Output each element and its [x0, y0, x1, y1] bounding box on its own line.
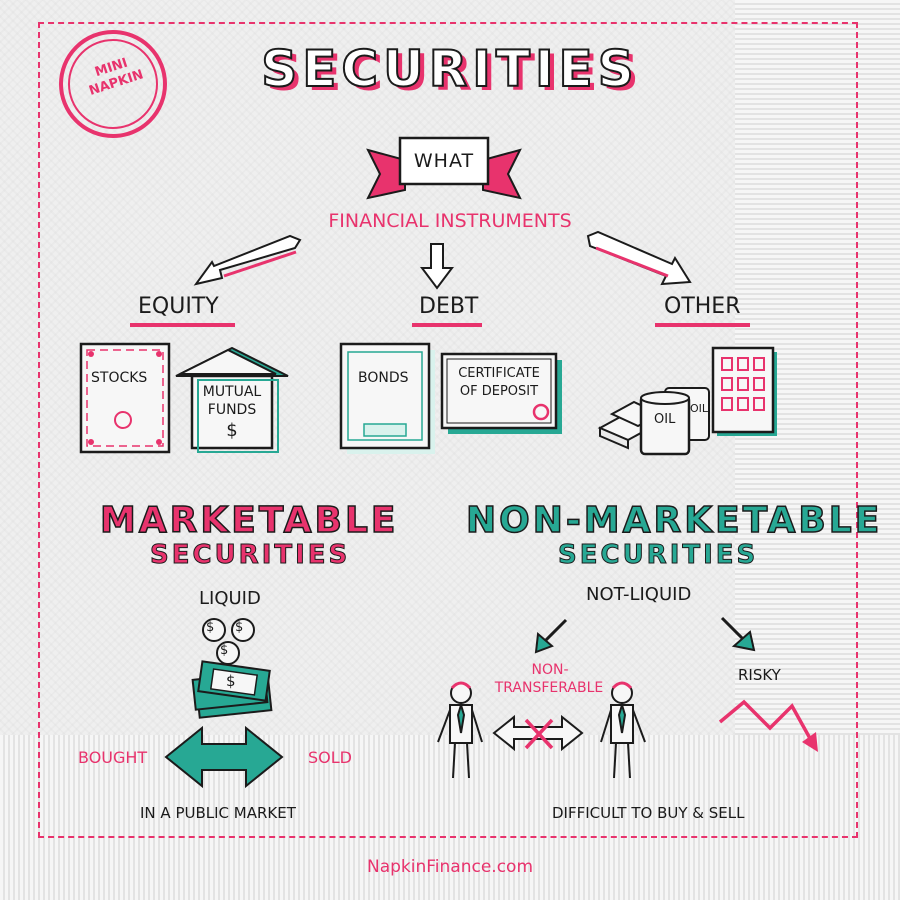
difficult-caption: DIFFICULT TO BUY & SELL: [552, 804, 745, 822]
what-banner-label: WHAT: [413, 150, 475, 172]
non-marketable-title: NON-MARKETABLE: [465, 499, 883, 542]
coin-dollar-3: $: [220, 643, 229, 658]
marketable-subtitle: SECURITIES: [149, 540, 351, 571]
coins-icon: [202, 618, 255, 665]
footer-brand: NapkinFinance.com: [366, 857, 533, 877]
arrow-to-other: [586, 230, 692, 286]
arrow-to-equity: [193, 234, 302, 286]
person-right-icon: [600, 681, 646, 779]
napkin-emboss-bottom: [0, 735, 900, 900]
financial-instruments-label: FINANCIAL INSTRUMENTS: [328, 210, 572, 232]
dashed-border: [38, 22, 858, 838]
cash-stack-icon: [191, 660, 273, 719]
what-banner: [366, 136, 522, 200]
mini-napkin-stamp: [59, 30, 167, 138]
arrow-to-non-transferable: [534, 618, 568, 654]
arrow-to-risky: [720, 616, 756, 652]
cash-dollar: $: [226, 672, 236, 690]
certificate-of-deposit-icon: [440, 352, 562, 434]
office-building-icon: [711, 346, 777, 436]
risky-label: RISKY: [738, 666, 781, 684]
bonds-certificate-icon: [339, 342, 435, 454]
sold-label: SOLD: [308, 748, 352, 767]
liquid-label: LIQUID: [199, 588, 261, 609]
non-label: NON-: [531, 662, 569, 678]
stocks-label: STOCKS: [91, 370, 148, 386]
debt-label: DEBT: [419, 294, 479, 319]
not-liquid-label: NOT-LIQUID: [586, 584, 692, 605]
oil-label-front: OIL: [654, 412, 676, 427]
transferable-label: TRANSFERABLE: [494, 680, 604, 696]
risky-zigzag-arrow: [718, 699, 818, 752]
mutual-label: MUTUAL: [202, 384, 262, 400]
other-label: OTHER: [664, 294, 741, 319]
arrow-to-debt: [420, 243, 454, 290]
page-title: SECURITIES: [260, 39, 639, 99]
certificate-label: CERTIFICATE: [458, 366, 540, 381]
coin-dollar-1: $: [206, 620, 215, 635]
non-marketable-subtitle: SECURITIES: [557, 540, 759, 571]
person-left-icon: [437, 681, 483, 779]
coin-dollar-2: $: [235, 620, 244, 635]
bonds-label: BONDS: [358, 370, 409, 386]
equity-label: EQUITY: [138, 294, 219, 319]
public-market-caption: IN A PUBLIC MARKET: [140, 804, 296, 822]
marketable-title: MARKETABLE: [99, 499, 399, 542]
oil-label-back: OIL: [690, 402, 709, 415]
bought-label: BOUGHT: [78, 748, 148, 767]
stocks-certificate-icon: [79, 342, 171, 454]
funds-label: FUNDS: [207, 402, 257, 418]
oil-barrel-icon: [639, 387, 710, 456]
bought-sold-double-arrow: [164, 725, 284, 789]
of-deposit-label: OF DEPOSIT: [459, 384, 539, 399]
mutual-funds-building-icon: [175, 346, 289, 453]
blocked-transfer-arrow: [492, 714, 584, 752]
dollar-sign-icon: $: [226, 420, 238, 441]
